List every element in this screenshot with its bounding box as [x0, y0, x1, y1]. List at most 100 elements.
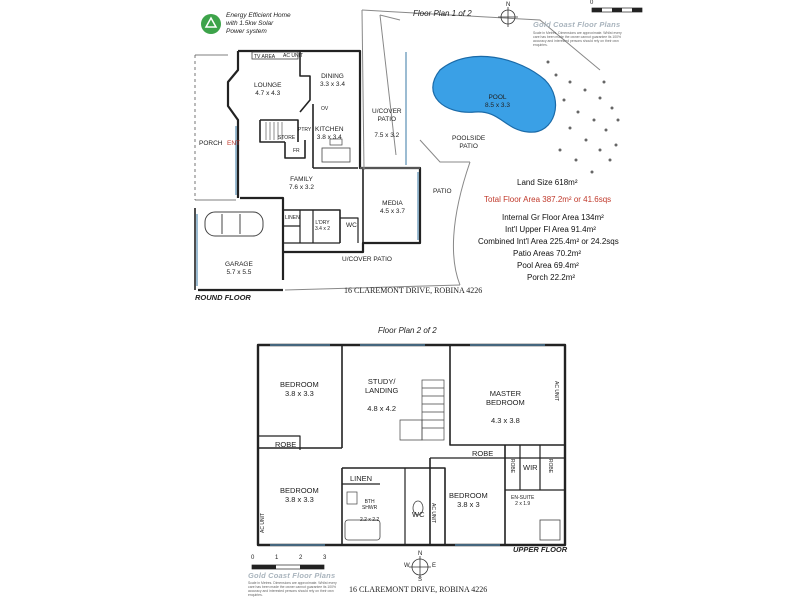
room-pool-dims: 8.5 x 3.3 — [485, 102, 510, 109]
upper-floor-windows — [270, 344, 545, 546]
room-kitchen-name: KITCHEN — [315, 126, 344, 133]
room-bedroom-nw: BEDROOM 3.8 x 3.3 — [280, 380, 319, 398]
room-media-dims: 4.5 x 3.7 — [380, 208, 405, 215]
room-ucover-patio: U/COVER PATIO 7.5 x 3.2 — [372, 100, 402, 148]
room-robe-c: ROBE — [472, 449, 494, 458]
ground-stairs — [265, 122, 283, 140]
room-study: STUDY/ LANDING 4.8 x 4.2 — [365, 368, 398, 422]
room-study-dims: 4.8 x 4.2 — [367, 404, 397, 413]
room-garage-name: GARAGE — [225, 261, 253, 268]
energy-line-3: Power system — [226, 28, 267, 35]
room-media-name: MEDIA — [382, 200, 403, 207]
room-lounge-name: LOUNGE — [254, 82, 282, 89]
room-kitchen-dims: 3.8 x 3.4 — [316, 134, 342, 141]
energy-line-1: Energy Efficient Home — [226, 12, 291, 19]
room-pool-name: POOL — [488, 94, 507, 101]
room-linen: LINEN — [350, 474, 373, 483]
ground-floor-tag: ROUND FLOOR — [195, 293, 251, 302]
brand-fine-print-bottom: Scale in Metres. Dimensions are approxim… — [248, 581, 337, 597]
room-robe-v1: ROBE — [509, 458, 516, 474]
room-master: MASTER BEDROOM 4.3 x 3.8 — [486, 380, 525, 434]
brand-name-bottom: Gold Coast Floor Plans — [248, 571, 336, 580]
room-lounge: LOUNGE 4.7 x 4.3 — [254, 82, 281, 98]
room-family-name: FAMILY — [290, 176, 313, 183]
room-family-dims: 7.6 x 3.2 — [289, 184, 314, 191]
room-bedroom-nw-dims: 3.8 x 3.3 — [284, 389, 314, 398]
room-kitchen: KITCHEN 3.8 x 3.4 — [315, 126, 344, 142]
room-dining: DINING 3.3 x 3.4 — [320, 73, 345, 89]
compass-upper — [409, 556, 431, 578]
room-ldry: L'DRY 3.4 x 2 — [315, 220, 330, 232]
compass-top-n: N — [506, 2, 511, 8]
room-master-name: MASTER BEDROOM — [486, 389, 525, 407]
room-dining-name: DINING — [321, 73, 344, 80]
upper-stairs — [399, 379, 445, 441]
room-patio: PATIO — [433, 188, 452, 195]
scale-label-2: 2 — [299, 555, 303, 561]
area-total: Total Floor Area 387.2m² or 41.6sqs — [484, 195, 612, 204]
scale-label-1: 1 — [275, 555, 279, 561]
room-lounge-dims: 4.7 x 4.3 — [255, 90, 281, 97]
room-wc-ground: WC — [346, 222, 357, 229]
room-ldry-name: L'DRY — [315, 220, 330, 226]
area-combined: Combined Int'l Area 225.4m² or 24.2sqs — [478, 237, 619, 246]
ground-floor-address: 16 CLAREMONT DRIVE, ROBINA 4226 — [344, 286, 483, 295]
area-land: Land Size 618m² — [517, 178, 578, 187]
room-garage-dims: 5.7 x 5.5 — [226, 269, 252, 276]
room-robe-v2: ROBE — [547, 458, 554, 474]
room-fr: FR — [293, 148, 300, 154]
room-bth-name: BTH SHWR — [361, 499, 378, 511]
area-internal-upper: Int'l Upper Fl Area 91.4m² — [505, 225, 596, 234]
room-ov: OV — [321, 106, 329, 112]
energy-line-2: with 1.5kw Solar — [226, 20, 274, 27]
brand-fine-print-top: Scale in Metres. Dimensions are approxim… — [533, 31, 622, 47]
room-ensuite-dims: 2 x 1.9 — [515, 501, 531, 507]
room-bedroom-s: BEDROOM 3.8 x 3 — [449, 491, 488, 509]
compass-bottom-e: E — [432, 563, 437, 569]
room-ucover-patio-dims: 7.5 x 3.2 — [374, 132, 400, 139]
room-porch: PORCH — [199, 140, 223, 147]
room-ac-unit-w: AC UNIT — [260, 513, 266, 533]
scale-bar-ground — [591, 7, 643, 13]
pool-shape — [432, 55, 557, 133]
upper-floor-tag: UPPER FLOOR — [513, 545, 568, 554]
room-robe-w: ROBE — [275, 440, 297, 449]
room-pool: POOL 8.5 x 3.3 — [485, 94, 510, 110]
upper-floor-address: 16 CLAREMONT DRIVE, ROBINA 4226 — [349, 585, 488, 594]
area-internal-ground: Internal Gr Floor Area 134m² — [502, 213, 604, 222]
scale-label-3: 3 — [323, 555, 327, 561]
room-dining-dims: 3.3 x 3.4 — [320, 81, 345, 88]
room-media: MEDIA 4.5 x 3.7 — [380, 200, 405, 216]
ground-floor-windows — [196, 52, 419, 286]
energy-note: Energy Efficient Home with 1.5kw Solar P… — [226, 12, 316, 36]
room-store: STORE — [278, 135, 296, 141]
scale-bar-upper — [251, 564, 325, 570]
room-ldry-dims: 3.4 x 2 — [315, 226, 331, 232]
room-ent: ENT — [227, 140, 240, 147]
room-bedroom-sw: BEDROOM 3.8 x 3.3 — [280, 486, 319, 504]
room-bedroom-nw-name: BEDROOM — [280, 380, 319, 389]
garage-car — [204, 211, 264, 237]
room-ensuite-name: EN-SUITE — [511, 495, 535, 501]
room-study-name: STUDY/ LANDING — [365, 377, 399, 395]
compass-ground — [498, 7, 518, 27]
room-pantry: PTRY — [298, 127, 312, 133]
room-bedroom-s-dims: 3.8 x 3 — [457, 500, 480, 509]
garden-shrubs — [546, 60, 620, 174]
room-ac-unit-e: AC UNIT — [553, 381, 559, 401]
room-wir: WIR — [523, 463, 538, 472]
room-bth-dims: 2.2 x 2.2 — [360, 517, 380, 523]
compass-bottom-s: S — [418, 577, 423, 583]
room-bth: BTH SHWR 2.2 x 2.2 — [360, 493, 379, 529]
room-ucover-patio-2: U/COVER PATIO — [342, 256, 392, 263]
room-ac-unit: AC UNIT — [283, 53, 303, 59]
room-family: FAMILY 7.6 x 3.2 — [289, 176, 314, 192]
upper-floor-title: Floor Plan 2 of 2 — [378, 326, 437, 335]
room-wc-upper: WC — [412, 510, 425, 519]
lot-boundary — [284, 9, 601, 291]
room-bedroom-sw-dims: 3.8 x 3.3 — [284, 495, 314, 504]
room-ensuite: EN-SUITE 2 x 1.9 — [511, 495, 534, 507]
room-poolside-patio: POOLSIDE PATIO — [452, 135, 486, 150]
